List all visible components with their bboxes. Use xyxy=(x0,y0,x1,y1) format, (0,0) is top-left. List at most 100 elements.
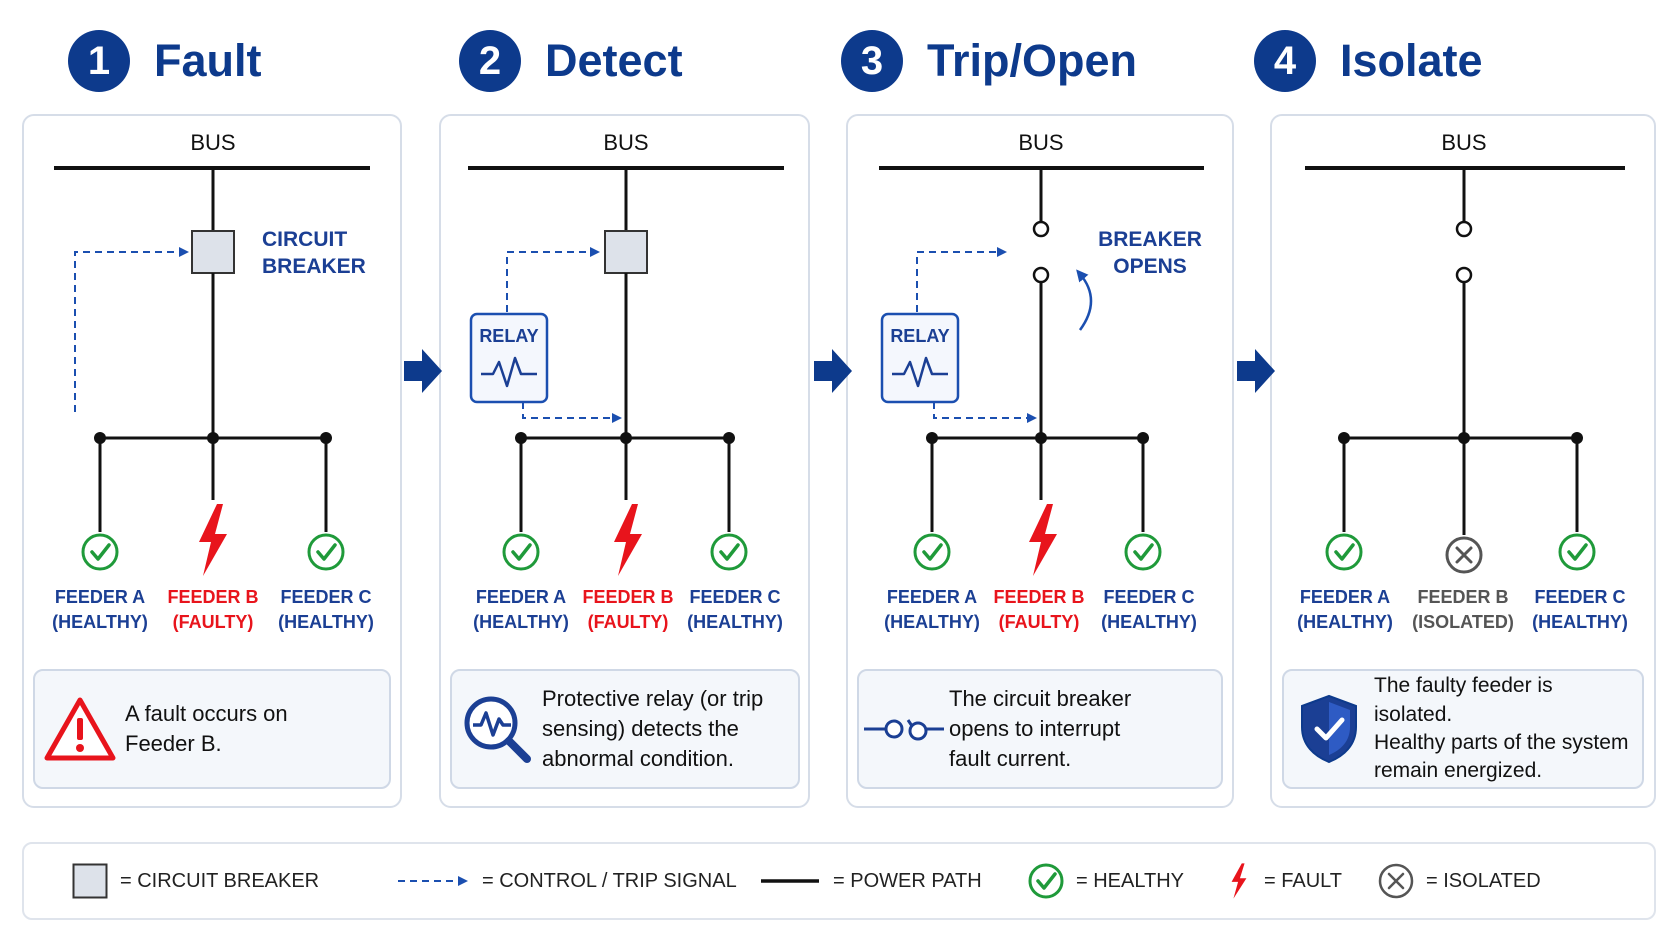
note-line: The circuit breaker xyxy=(949,686,1132,712)
warning-icon xyxy=(35,696,125,762)
step-4-number: 4 xyxy=(1254,30,1316,92)
feeder-b-status: (FAULTY) xyxy=(588,612,669,632)
fault-bolt-icon xyxy=(1029,504,1057,576)
open-contact-top xyxy=(1455,220,1473,238)
magnifier-pulse-icon xyxy=(452,691,542,767)
legend-isolated: = ISOLATED xyxy=(1378,844,1541,918)
step-3-note: The circuit breaker opens to interrupt f… xyxy=(857,669,1223,789)
step-2-note: Protective relay (or trip sensing) detec… xyxy=(450,669,800,789)
legend-breaker: = CIRCUIT BREAKER xyxy=(72,844,319,918)
step-4-title: Isolate xyxy=(1340,35,1483,86)
feeder-a-status: (HEALTHY) xyxy=(473,612,569,632)
relay-label: RELAY xyxy=(890,326,949,346)
isolated-x-icon xyxy=(1445,536,1483,574)
step-4-diagram xyxy=(1305,166,1625,574)
feeder-c-name: FEEDER C xyxy=(689,587,780,607)
bus-label: BUS xyxy=(1441,130,1486,155)
dashed-arrow-icon xyxy=(398,876,468,886)
flow-arrow-3 xyxy=(1237,349,1275,393)
bus-label: BUS xyxy=(190,130,235,155)
breaker-opens-line2: OPENS xyxy=(1113,255,1187,278)
circuit-breaker-closed xyxy=(191,230,235,274)
fault-bolt-icon xyxy=(1231,863,1247,899)
step-3-header: 3 Trip/Open xyxy=(841,28,1137,94)
feeder-b-status: (FAULTY) xyxy=(173,612,254,632)
note-line: A fault occurs on xyxy=(125,701,288,727)
open-contact-top xyxy=(1032,220,1050,238)
legend: = CIRCUIT BREAKER = CONTROL / TRIP SIGNA… xyxy=(22,842,1656,920)
bus-label: BUS xyxy=(1018,130,1063,155)
feeder-a-status: (HEALTHY) xyxy=(884,612,980,632)
healthy-check-icon xyxy=(1325,533,1363,571)
legend-signal-label: = CONTROL / TRIP SIGNAL xyxy=(482,869,737,892)
feeder-a-name: FEEDER A xyxy=(476,587,566,607)
healthy-check-icon xyxy=(710,533,748,571)
legend-fault-label: = FAULT xyxy=(1264,869,1342,892)
legend-breaker-label: = CIRCUIT BREAKER xyxy=(120,869,320,892)
note-line: opens to interrupt xyxy=(949,716,1121,742)
feeder-b-name: FEEDER B xyxy=(1417,587,1508,607)
step-1-diagram: CIRCUIT BREAKER xyxy=(54,166,370,576)
feeder-b-status: (ISOLATED) xyxy=(1412,612,1514,632)
note-line: The faulty feeder is isolated. xyxy=(1374,674,1553,726)
healthy-check-icon xyxy=(81,533,119,571)
step-2-diagram xyxy=(468,166,784,576)
feeder-b-status: (FAULTY) xyxy=(999,612,1080,632)
feeder-c-name: FEEDER C xyxy=(1534,587,1625,607)
feeder-c-status: (HEALTHY) xyxy=(687,612,783,632)
legend-healthy-label: = HEALTHY xyxy=(1076,869,1184,892)
step-2-title: Detect xyxy=(545,35,683,86)
solid-line-icon xyxy=(761,879,819,883)
note-line: Protective relay (or trip xyxy=(542,686,764,712)
feeder-b-name: FEEDER B xyxy=(167,587,258,607)
step-4-header: 4 Isolate xyxy=(1254,28,1483,94)
step-4-note: The faulty feeder is isolated. Healthy p… xyxy=(1282,669,1644,789)
breaker-square-icon xyxy=(72,863,108,899)
sense-signal-line xyxy=(933,402,1037,423)
step-1-number: 1 xyxy=(68,30,130,92)
trip-signal-line xyxy=(506,247,600,312)
legend-power: = POWER PATH xyxy=(759,844,982,918)
breaker-label-line1: CIRCUIT xyxy=(262,228,347,251)
fault-bolt-icon xyxy=(614,504,642,576)
breaker-label-line2: BREAKER xyxy=(262,255,366,278)
legend-fault: = FAULT xyxy=(1226,844,1342,918)
note-line: remain energized. xyxy=(1374,759,1543,783)
open-motion-arrow xyxy=(1076,269,1093,331)
note-line: fault current. xyxy=(949,745,1072,771)
note-line: sensing) detects the xyxy=(542,716,739,742)
step-3-number: 3 xyxy=(841,30,903,92)
step-1-title: Fault xyxy=(154,35,262,86)
feeder-a-name: FEEDER A xyxy=(1300,587,1390,607)
step-1-header: 1 Fault xyxy=(68,28,262,94)
trip-signal-line xyxy=(916,247,1007,312)
step-3-title: Trip/Open xyxy=(927,35,1138,86)
open-switch-icon xyxy=(859,714,949,744)
feeder-c-status: (HEALTHY) xyxy=(1101,612,1197,632)
healthy-check-icon xyxy=(1028,863,1064,899)
legend-signal: = CONTROL / TRIP SIGNAL xyxy=(396,844,737,918)
feeder-a-status: (HEALTHY) xyxy=(1297,612,1393,632)
feeder-a-status: (HEALTHY) xyxy=(52,612,148,632)
feeder-c-status: (HEALTHY) xyxy=(1532,612,1628,632)
relay-label: RELAY xyxy=(479,326,538,346)
note-line: Feeder B. xyxy=(125,731,222,756)
circuit-breaker-closed xyxy=(604,230,648,274)
bus-label: BUS xyxy=(603,130,648,155)
healthy-check-icon xyxy=(307,533,345,571)
shield-check-icon xyxy=(1284,693,1374,765)
fault-bolt-icon xyxy=(199,504,227,576)
legend-healthy: = HEALTHY xyxy=(1028,844,1184,918)
open-contact-bottom xyxy=(1455,266,1473,284)
feeder-a-name: FEEDER A xyxy=(55,587,145,607)
legend-isolated-label: = ISOLATED xyxy=(1426,869,1541,892)
step-3-diagram: BREAKER OPENS xyxy=(879,166,1204,576)
feeder-labels: FEEDER A (HEALTHY) FEEDER B (FAULTY) FEE… xyxy=(52,587,1628,632)
feeder-c-name: FEEDER C xyxy=(280,587,371,607)
isolated-x-icon xyxy=(1378,863,1414,899)
healthy-check-icon xyxy=(1124,533,1162,571)
legend-power-label: = POWER PATH xyxy=(833,869,982,892)
breaker-opens-line1: BREAKER xyxy=(1098,228,1202,251)
flow-arrow-1 xyxy=(404,349,442,393)
trip-signal-line xyxy=(74,247,189,412)
